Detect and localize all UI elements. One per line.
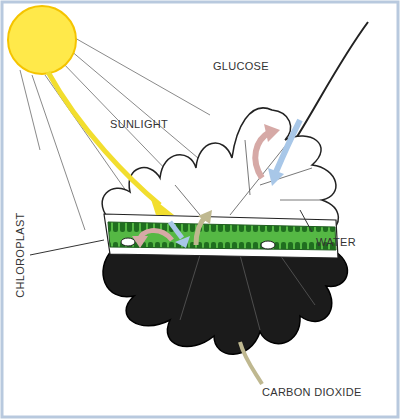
vein-cell	[121, 238, 135, 246]
part-label: WATER	[316, 236, 356, 248]
part-label: CARBON DIOXIDE	[262, 386, 362, 398]
sunlight-arrow	[48, 72, 160, 205]
water-arrow	[170, 222, 182, 238]
vein-cell	[261, 241, 275, 249]
leaf-lower	[103, 250, 347, 354]
arrow-head	[150, 196, 174, 215]
leader-line	[300, 210, 312, 232]
arrow-head	[132, 236, 148, 248]
leaf-section	[104, 214, 338, 258]
part-label: CHLOROPLAST	[14, 212, 26, 297]
mesophyll	[108, 222, 336, 250]
leaf-lower-veins	[180, 255, 315, 330]
part-label: GLUCOSE	[213, 60, 269, 72]
arrow-head	[198, 210, 212, 224]
sun	[8, 6, 76, 74]
part-label: SUNLIGHT	[110, 118, 168, 130]
co2-arrow	[196, 216, 206, 245]
stem	[295, 22, 368, 140]
leaf-upper	[102, 108, 338, 230]
arrow-head	[264, 124, 280, 142]
leaf-veins	[175, 140, 322, 215]
leader-line	[30, 240, 104, 255]
co2-line	[240, 342, 262, 384]
water-in-arrow	[276, 120, 300, 172]
arrow-head	[268, 168, 284, 186]
arrow-head	[175, 236, 190, 248]
